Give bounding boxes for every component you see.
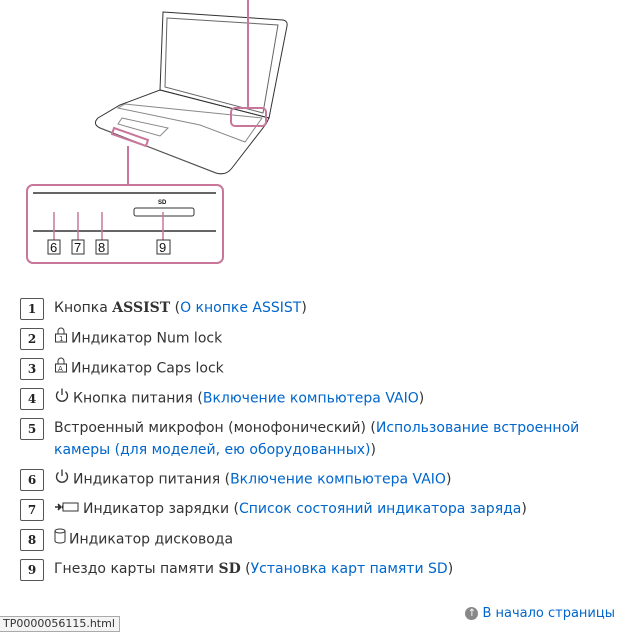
status-bar-url: TP0000056115.html	[0, 616, 120, 632]
item-help-link[interactable]: Использование встроенной камеры (для мод…	[54, 420, 580, 458]
item-help-link[interactable]: Список состояний индикатора заряда	[238, 501, 522, 517]
item-label-end: )	[445, 471, 452, 488]
item-label-end: )	[521, 501, 527, 517]
item-label: Кнопка	[54, 300, 113, 316]
item-description: Встроенный микрофон (монофонический) (Ис…	[54, 417, 620, 461]
item-number-badge: 8	[20, 529, 44, 551]
list-item: 3 A Индикатор Caps lock	[20, 357, 620, 380]
item-number-badge: 6	[20, 469, 44, 491]
item-label: Индикатор дисковода	[69, 531, 234, 548]
list-item: 1 Кнопка ASSIST (О кнопке ASSIST)	[20, 297, 620, 320]
item-label: Индикатор зарядки (	[83, 501, 239, 517]
item-label-end: )	[447, 561, 454, 577]
list-item: 5 Встроенный микрофон (монофонический) (И…	[20, 417, 620, 461]
item-description: Индикатор питания (Включение компьютера …	[54, 468, 451, 491]
arrow-up-icon: ↑	[465, 607, 479, 620]
back-to-top-link[interactable]: ↑ В начало страницы	[465, 606, 615, 621]
item-label-end: )	[370, 442, 376, 458]
list-item: 6 Индикатор питания (Включение компьютера…	[20, 468, 620, 491]
item-label: Кнопка питания (	[73, 390, 203, 407]
item-label: Индикатор питания (	[73, 471, 231, 488]
item-number-badge: 5	[20, 418, 44, 440]
item-label-suffix: (	[170, 300, 181, 316]
item-number-badge: 4	[20, 388, 44, 410]
item-label-end: )	[301, 300, 307, 316]
item-description: A Индикатор Caps lock	[54, 357, 224, 380]
item-label-bold: SD	[218, 561, 241, 577]
item-number-badge: 1	[20, 298, 44, 320]
svg-text:8: 8	[98, 240, 105, 255]
item-description: Кнопка питания (Включение компьютера VAI…	[54, 387, 424, 410]
svg-text:6: 6	[50, 240, 57, 255]
svg-text:1: 1	[59, 335, 63, 343]
svg-text:SD: SD	[158, 200, 167, 206]
item-help-link[interactable]: О кнопке ASSIST	[180, 300, 302, 316]
list-item: 4 Кнопка питания (Включение компьютера VA…	[20, 387, 620, 410]
item-description: Индикатор зарядки (Список состояний инди…	[54, 498, 527, 520]
item-number-badge: 3	[20, 358, 44, 380]
item-help-link[interactable]: Установка карт памяти SD	[250, 561, 448, 577]
item-help-link[interactable]: Включение компьютера VAIO	[202, 390, 419, 407]
item-description: Гнездо карты памяти SD (Установка карт п…	[54, 558, 453, 580]
item-description: Индикатор дисковода	[54, 528, 233, 551]
back-to-top-label: В начало страницы	[482, 606, 615, 621]
list-item: 7 Индикатор зарядки (Список состояний инд…	[20, 498, 620, 521]
list-item: 2 1 Индикатор Num lock	[20, 327, 620, 350]
item-help-link[interactable]: Включение компьютера VAIO	[230, 471, 446, 488]
svg-text:9: 9	[159, 240, 166, 255]
laptop-diagram-icon: 6 7 8 9 SD	[26, 0, 288, 264]
svg-text:A: A	[58, 365, 63, 373]
item-label: Индикатор Caps lock	[71, 360, 224, 377]
item-label-bold: ASSIST	[112, 300, 171, 316]
item-description: Кнопка ASSIST (О кнопке ASSIST)	[54, 297, 307, 319]
charge-icon	[54, 498, 80, 520]
list-item: 8 Индикатор дисковода	[20, 528, 620, 551]
power-icon	[54, 387, 70, 410]
item-label: Встроенный микрофон (монофонический) (	[54, 420, 376, 436]
item-number-badge: 9	[20, 559, 44, 581]
item-label-end: )	[418, 390, 425, 407]
svg-text:7: 7	[74, 240, 81, 255]
item-label: Гнездо карты памяти	[54, 561, 219, 577]
power-icon	[54, 468, 70, 491]
laptop-illustration: 6 7 8 9 SD	[0, 0, 623, 280]
disk-drive-icon	[54, 528, 66, 551]
caps-lock-icon: A	[54, 357, 68, 380]
item-label: Индикатор Num lock	[71, 330, 223, 347]
item-number-badge: 7	[20, 499, 44, 521]
item-number-badge: 2	[20, 328, 44, 350]
num-lock-icon: 1	[54, 327, 68, 350]
item-label-suffix: (	[240, 561, 251, 577]
list-item: 9 Гнездо карты памяти SD (Установка карт …	[20, 558, 620, 581]
item-description: 1 Индикатор Num lock	[54, 327, 222, 350]
